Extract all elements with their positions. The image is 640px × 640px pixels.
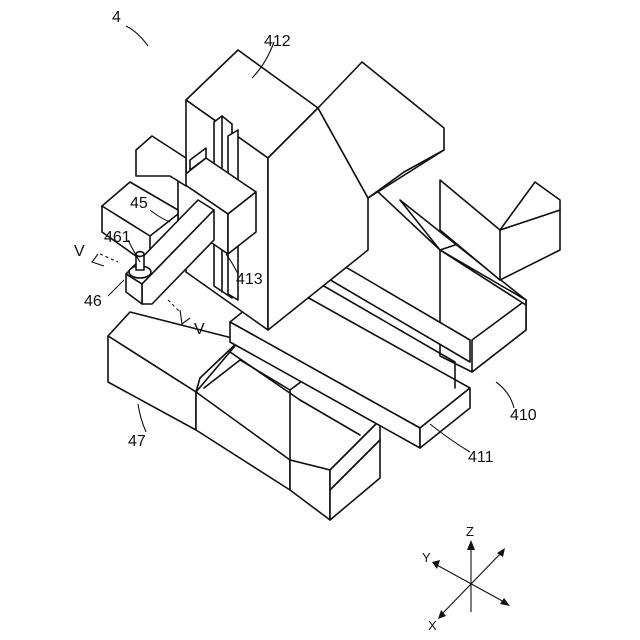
section-mark-right	[168, 300, 190, 324]
section-label-v-right: V	[194, 321, 205, 338]
section-label-v-left: V	[74, 243, 85, 260]
axis-triad	[432, 540, 510, 619]
label-413: 413	[236, 271, 263, 288]
axis-label-x: X	[428, 618, 437, 633]
label-461: 461	[104, 229, 131, 246]
label-4: 4	[112, 9, 121, 26]
axis-label-y: Y	[422, 550, 431, 565]
axis-label-z: Z	[466, 524, 474, 539]
section-mark-left	[92, 254, 118, 266]
label-47: 47	[128, 433, 146, 450]
label-46: 46	[84, 293, 102, 310]
label-412: 412	[264, 33, 291, 50]
label-411: 411	[468, 449, 494, 466]
label-45: 45	[130, 195, 148, 212]
label-410: 410	[510, 407, 537, 424]
